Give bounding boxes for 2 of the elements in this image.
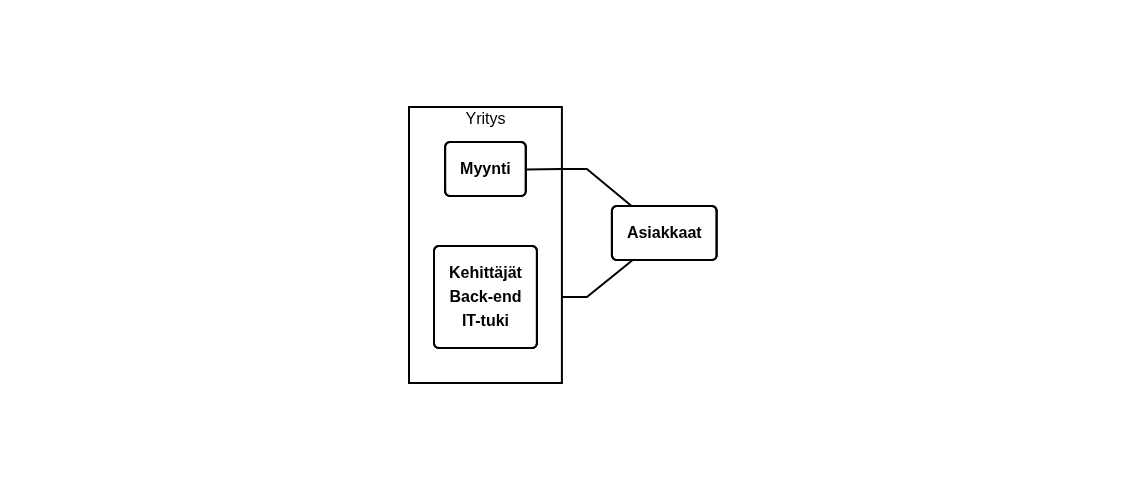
connector <box>560 259 633 298</box>
connector <box>525 168 633 208</box>
